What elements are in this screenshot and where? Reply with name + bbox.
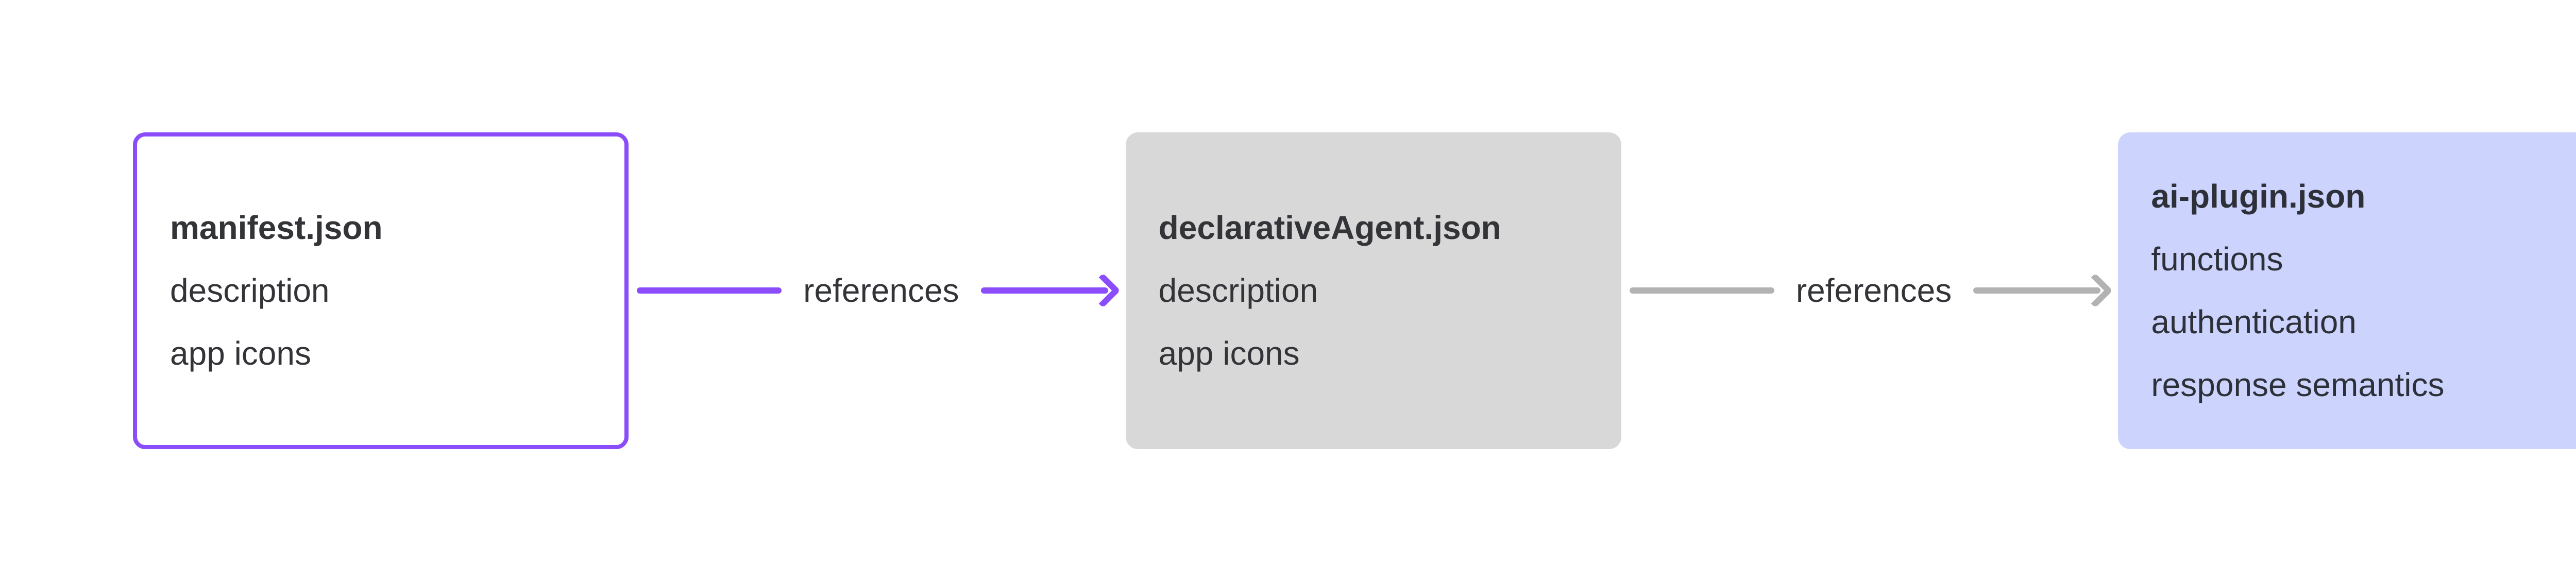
node-item: description — [1158, 272, 1318, 309]
node-title: manifest.json — [170, 209, 383, 246]
arrowhead-icon — [2078, 273, 2113, 308]
connector-manifest-to-declarative-agent: references — [629, 267, 1126, 314]
node-ai-plugin-json: ai-plugin.json functions authentication … — [2118, 132, 2576, 449]
node-item: response semantics — [2151, 366, 2445, 403]
node-title: ai-plugin.json — [2151, 178, 2366, 215]
connector-arrow — [980, 267, 1126, 314]
connector-label: references — [1795, 272, 1952, 309]
connector-line — [1973, 287, 2101, 294]
connector-line — [980, 287, 1108, 294]
node-title: declarativeAgent.json — [1158, 209, 1501, 246]
node-item: app icons — [170, 335, 311, 372]
connector-line — [1629, 287, 1774, 294]
node-declarative-agent-json: declarativeAgent.json description app ic… — [1125, 132, 1621, 449]
connector-label: references — [803, 272, 959, 309]
connector-line — [637, 287, 782, 294]
node-manifest-json: manifest.json description app icons — [133, 132, 629, 449]
node-item: authentication — [2151, 303, 2357, 340]
node-item: functions — [2151, 241, 2283, 278]
connector-arrow — [1973, 267, 2118, 314]
node-item: app icons — [1158, 335, 1300, 372]
node-item: description — [170, 272, 330, 309]
connector-declarative-agent-to-ai-plugin: references — [1621, 267, 2119, 314]
arrowhead-icon — [1085, 273, 1121, 308]
